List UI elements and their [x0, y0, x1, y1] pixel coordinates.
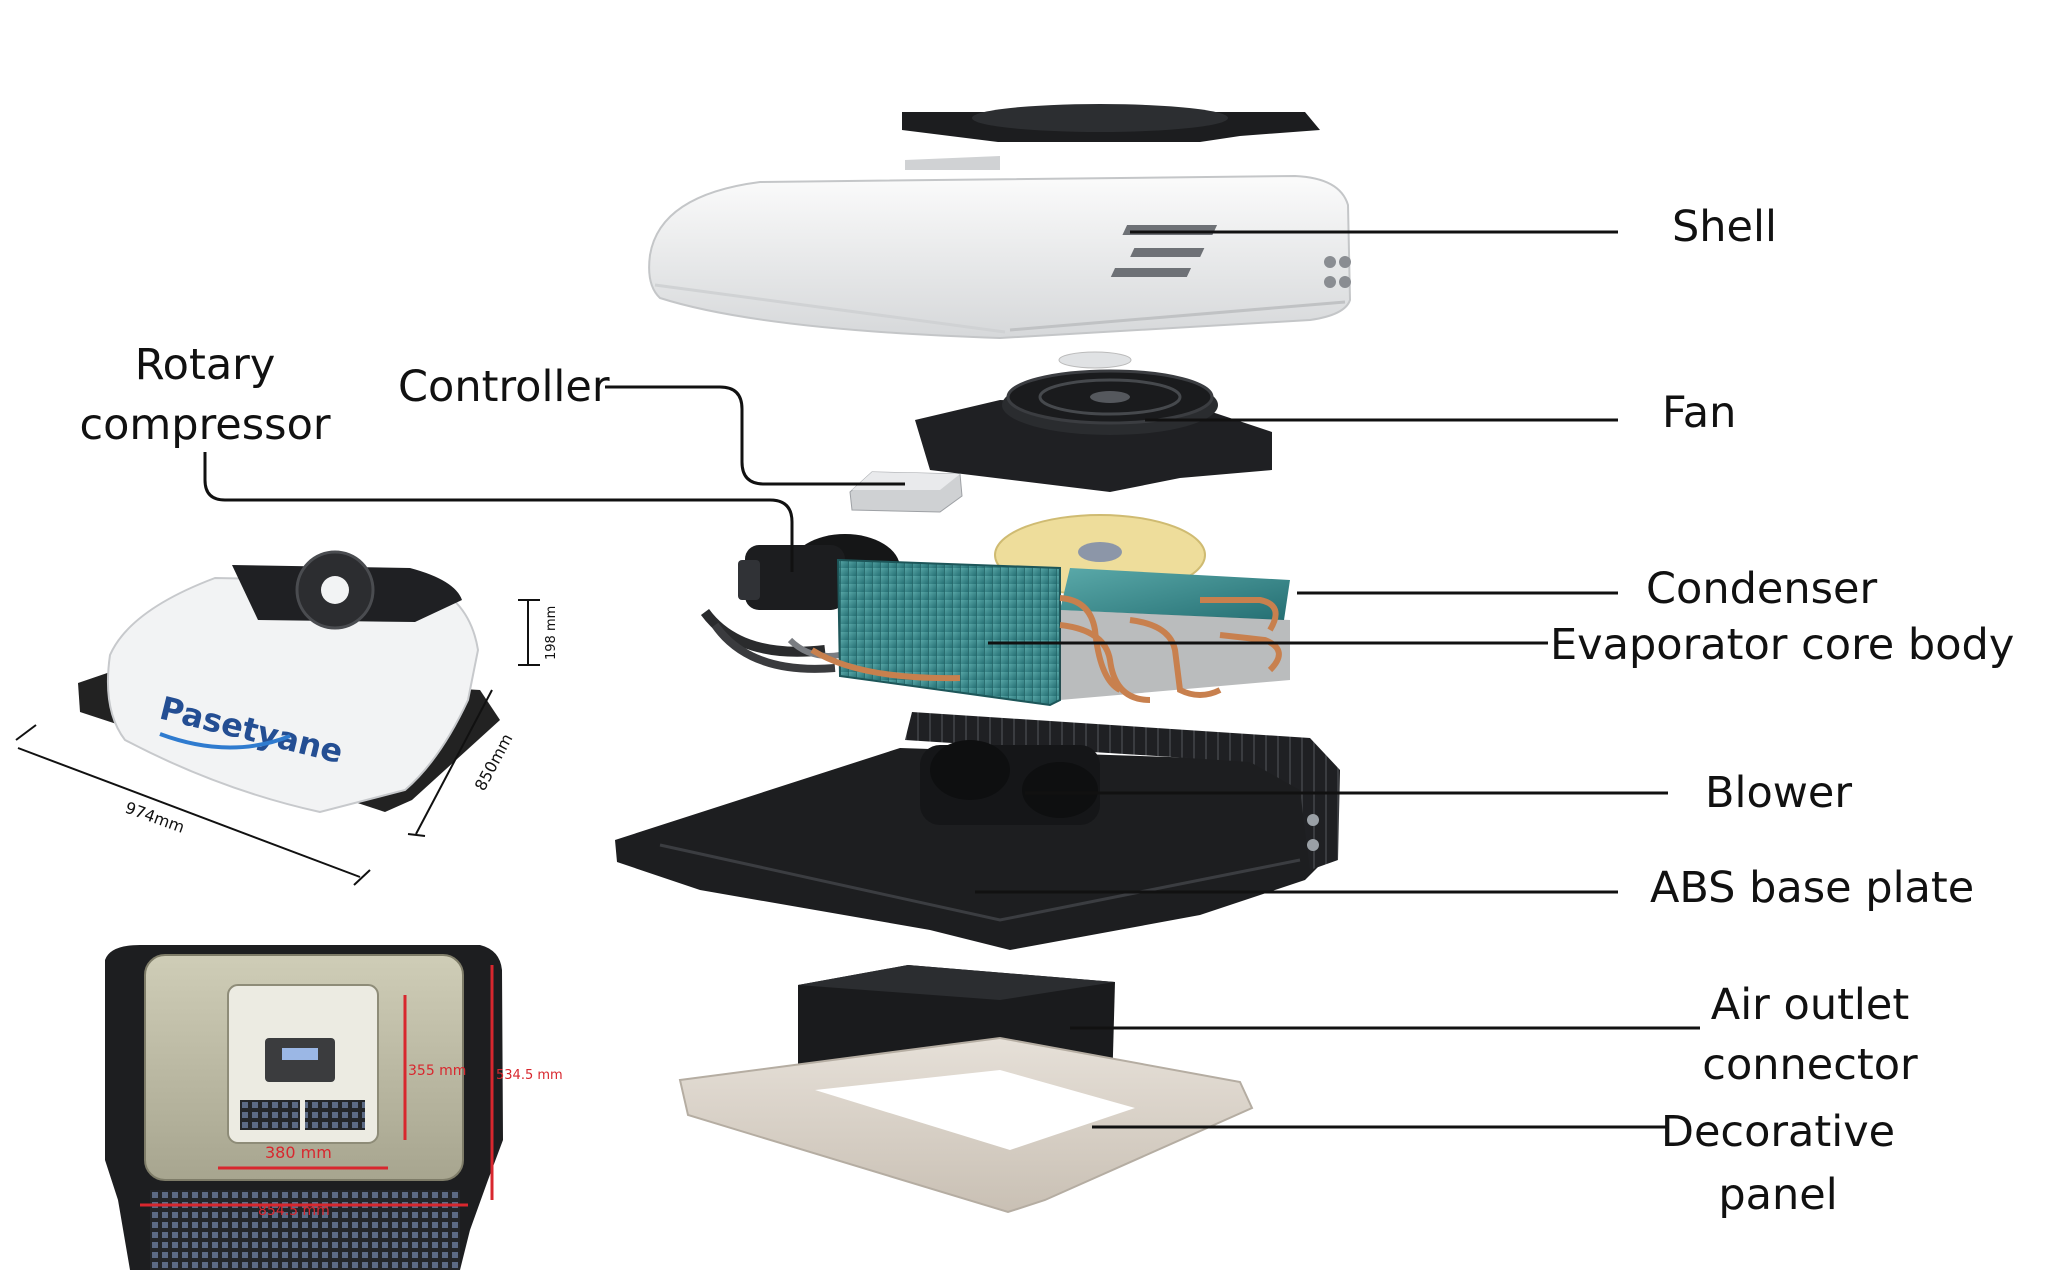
label-air-outlet-line1: Air outlet [1710, 980, 1910, 1030]
dim-bottom-height: 355 mm [408, 1063, 466, 1079]
dim-bottom-base: 854.5 mm [258, 1203, 330, 1219]
label-air-outlet-line2: connector [1702, 1040, 1918, 1090]
dim-height-label: 198 mm [544, 606, 559, 660]
dimension-lines [15, 599, 540, 886]
label-compressor-line2: compressor [79, 400, 331, 450]
product-bottom-view [105, 945, 503, 1270]
top-gasket [902, 104, 1320, 142]
controller-part [849, 471, 963, 513]
dim-bottom-width: 380 mm [265, 1143, 332, 1162]
product-iso-view: Pasetyane [78, 550, 500, 814]
decorative-panel [678, 1036, 1254, 1214]
evaporator-core [810, 558, 1290, 707]
fan-part [915, 351, 1272, 492]
leader-controller [605, 385, 905, 486]
dim-bottom-overall: 534.5 mm [496, 1068, 563, 1083]
label-condenser: Condenser [1646, 564, 1878, 614]
dim-length-label: 974mm [123, 798, 187, 837]
label-compressor-line1: Rotary [134, 340, 276, 390]
label-decorative-line1: Decorative [1660, 1107, 1896, 1157]
bottom-dimension-lines [140, 965, 494, 1207]
shell-part [648, 156, 1352, 340]
label-controller: Controller [398, 362, 610, 412]
label-shell: Shell [1672, 202, 1777, 252]
label-fan: Fan [1662, 388, 1737, 438]
label-evaporator: Evaporator core body [1550, 620, 2015, 670]
label-decorative-line2: panel [1718, 1170, 1838, 1220]
leader-compressor [203, 452, 794, 572]
abs-base-plate [615, 712, 1340, 950]
label-blower: Blower [1705, 768, 1853, 818]
leader-lines [203, 230, 1700, 1129]
label-abs-base: ABS base plate [1650, 863, 1975, 913]
